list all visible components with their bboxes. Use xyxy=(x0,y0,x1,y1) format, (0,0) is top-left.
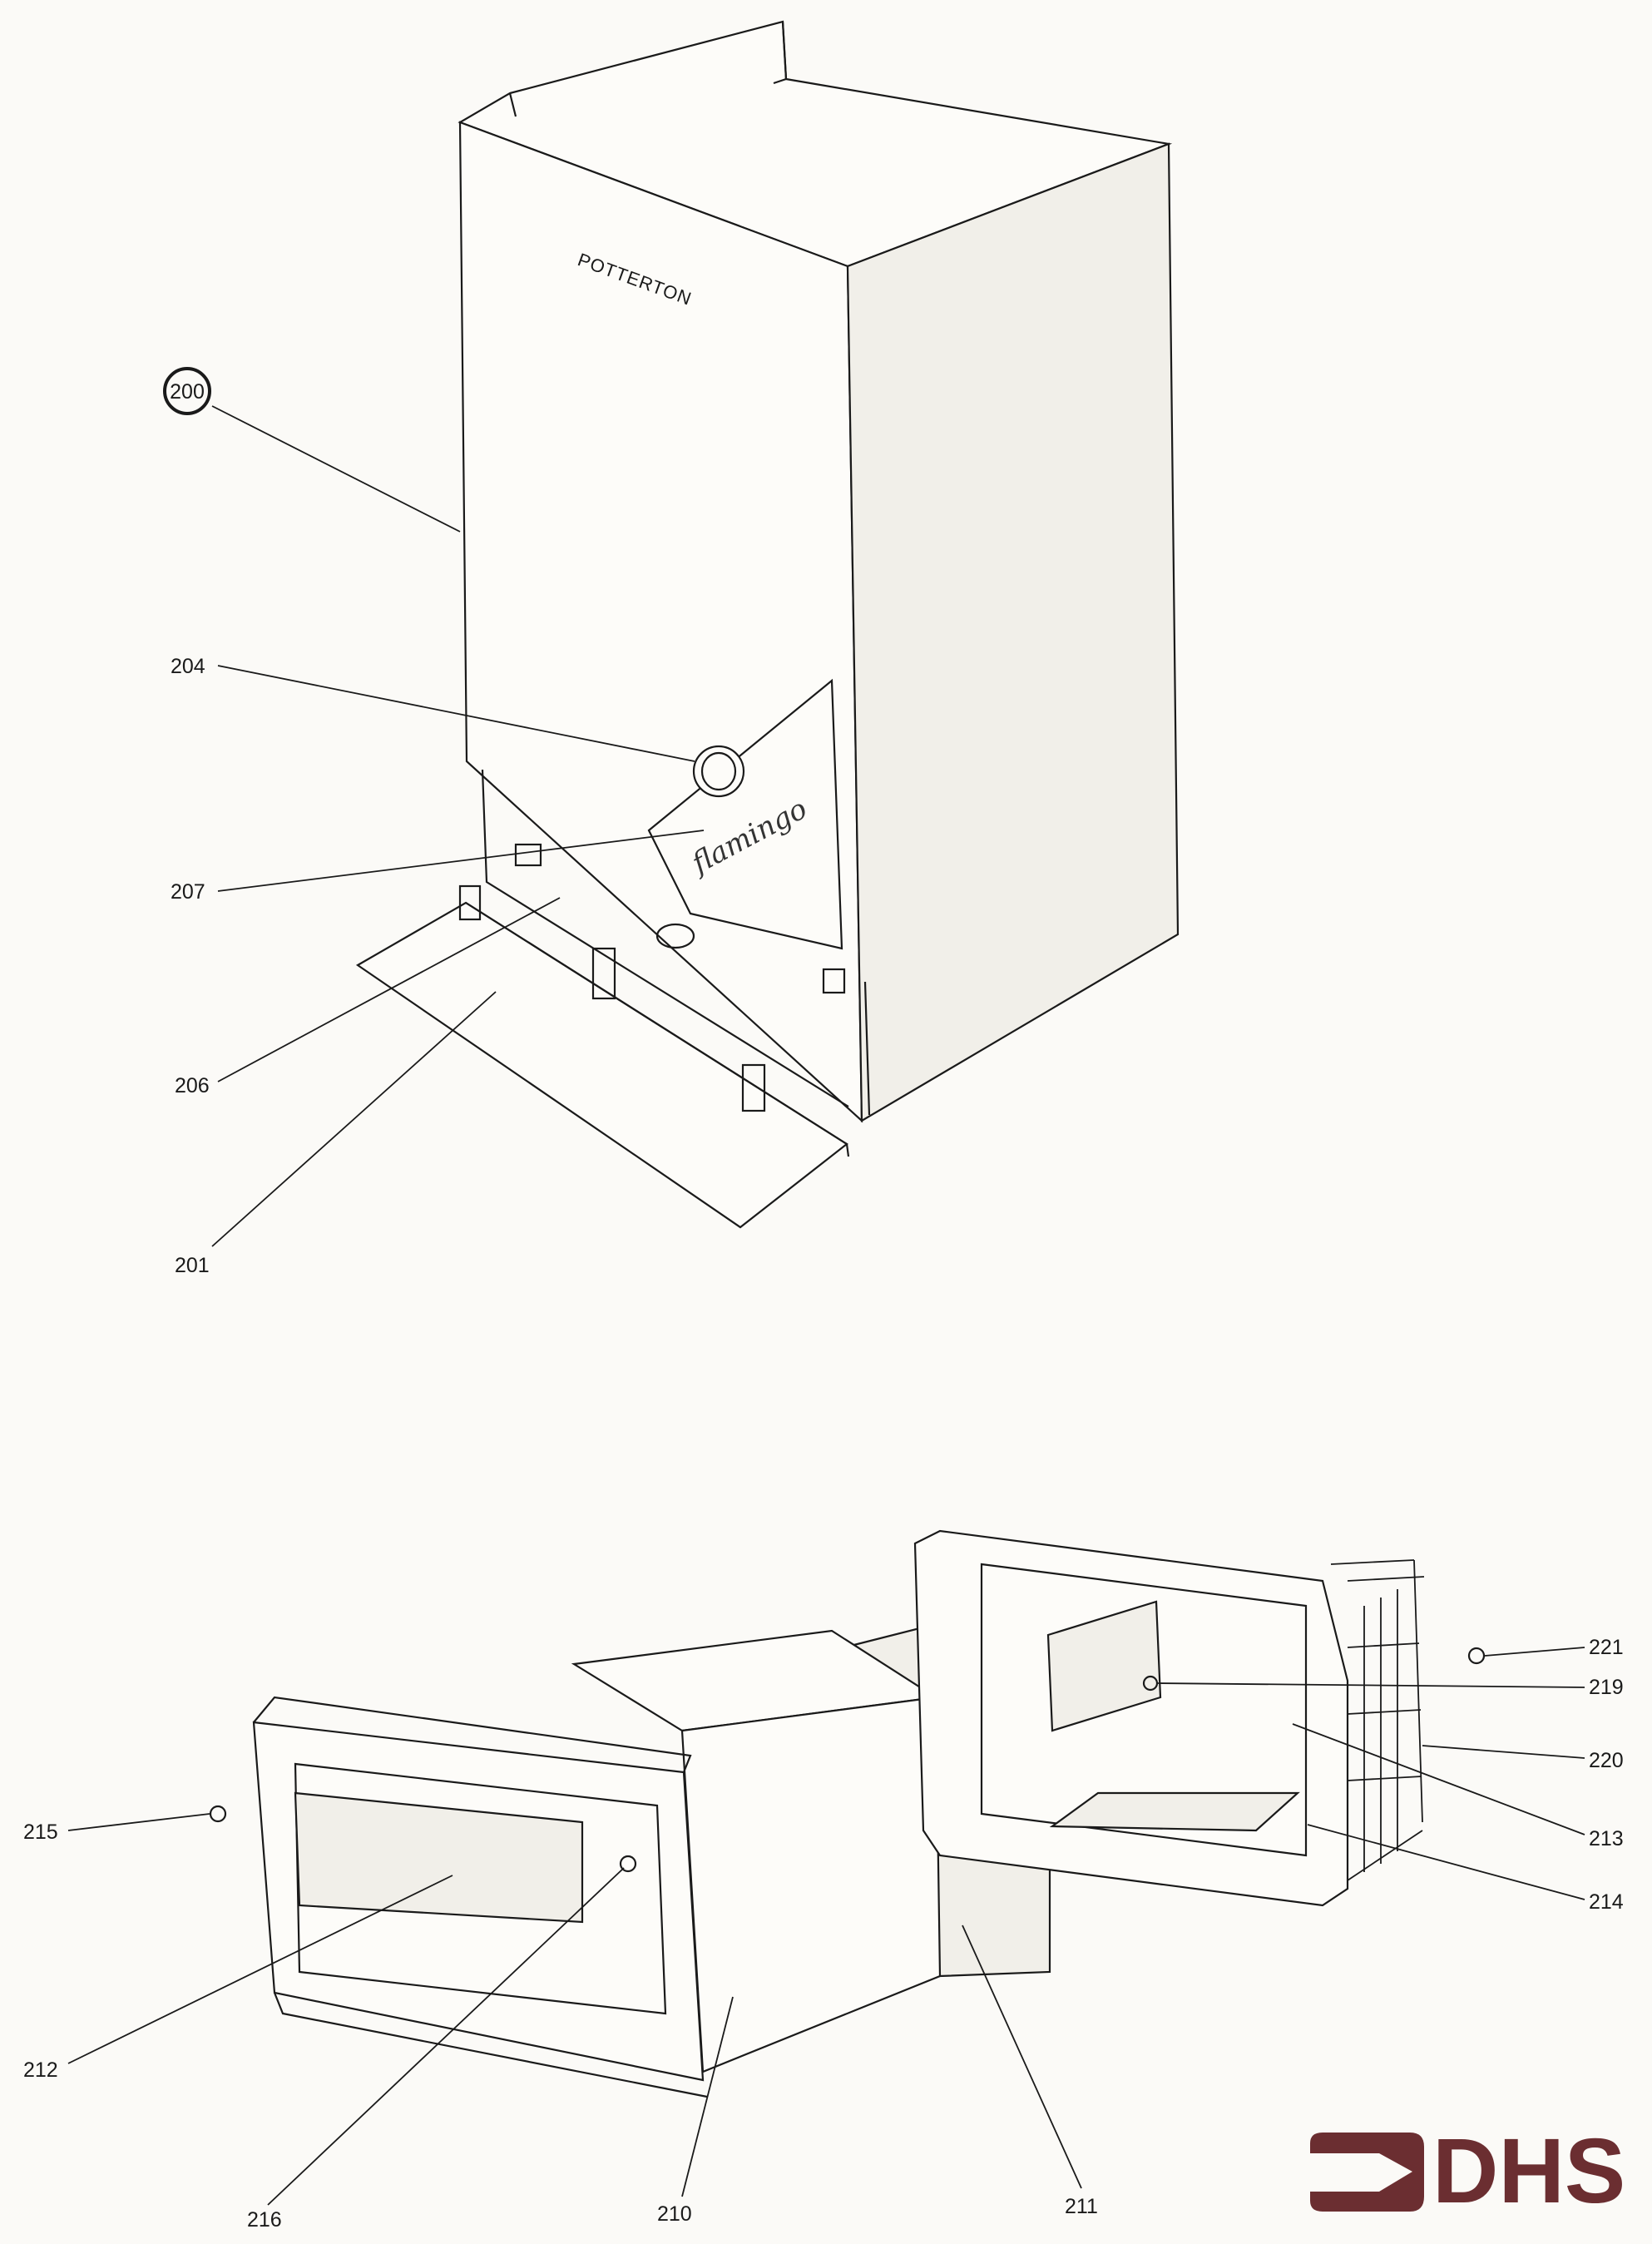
grille-214 xyxy=(1049,1791,1300,1832)
control-panel-window xyxy=(647,678,843,950)
casing-side-panel xyxy=(846,142,1180,1122)
dhs-arrow-icon xyxy=(1310,2133,1424,2212)
callout-220: 220 xyxy=(1589,1749,1624,1772)
callout-207: 207 xyxy=(171,880,205,904)
callout-214: 214 xyxy=(1589,1890,1624,1914)
callout-221: 221 xyxy=(1589,1636,1624,1659)
callout-206: 206 xyxy=(175,1074,210,1097)
casing-bottom-tray xyxy=(355,884,850,1229)
sleeve-210 xyxy=(680,1696,942,2073)
inner-plate-212 xyxy=(294,1791,584,1924)
dhs-logo-text: DHS xyxy=(1432,2120,1625,2222)
callout-212: 212 xyxy=(23,2058,58,2082)
duct-213 xyxy=(1046,1600,1162,1732)
callout-210: 210 xyxy=(657,2202,692,2226)
callout-201: 201 xyxy=(175,1254,210,1277)
callout-213: 213 xyxy=(1589,1827,1624,1850)
callout-circle-200 xyxy=(163,367,211,415)
boiler-casing: POTTERTON flamingo xyxy=(458,20,1180,1123)
callout-219: 219 xyxy=(1589,1676,1624,1699)
fixing-screws xyxy=(209,1647,1486,1873)
callout-211: 211 xyxy=(1065,2195,1098,2218)
callout-216: 216 xyxy=(247,2208,282,2232)
callout-215: 215 xyxy=(23,1820,58,1844)
callout-leaders xyxy=(67,405,1585,2206)
callout-204: 204 xyxy=(171,655,205,678)
callout-200: 200 xyxy=(170,380,205,404)
terminal-guard xyxy=(913,1529,1425,1907)
dhs-logo: DHS xyxy=(1310,2120,1625,2222)
